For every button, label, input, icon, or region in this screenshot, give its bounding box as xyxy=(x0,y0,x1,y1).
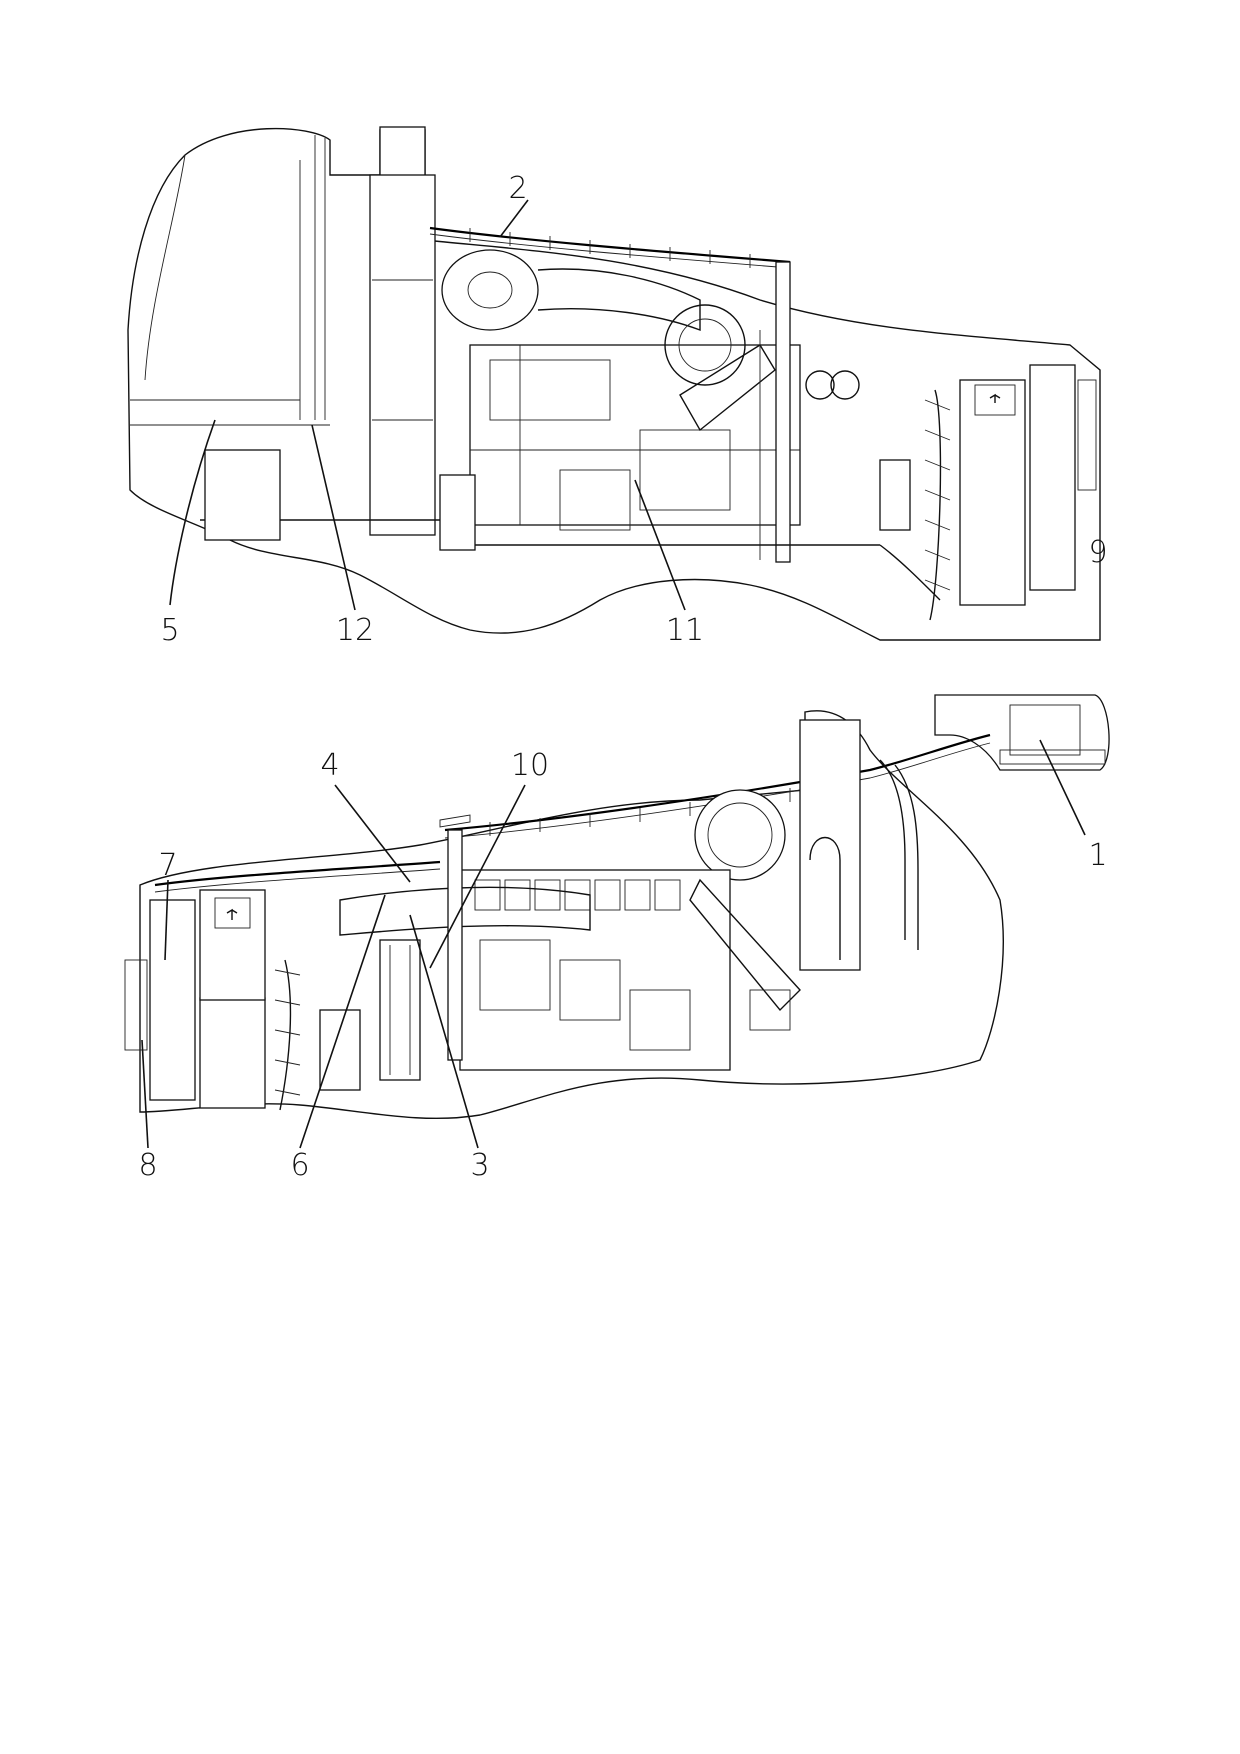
cab-frame xyxy=(130,135,330,426)
svg-text:8: 8 xyxy=(138,1148,157,1183)
top-view xyxy=(127,126,1101,641)
callout-4: 4 xyxy=(320,748,411,883)
air-cleaner-bottom xyxy=(694,789,786,881)
radiator-bottom xyxy=(124,889,266,1109)
exhaust-bottom xyxy=(799,719,861,971)
callout-7: 7 xyxy=(158,848,178,961)
callout-12: 12 xyxy=(311,424,374,648)
svg-text:2: 2 xyxy=(508,171,527,206)
detail-box xyxy=(934,694,1110,771)
callout-10: 10 xyxy=(429,748,549,969)
callout-9: 9 xyxy=(1088,535,1107,570)
bottom-view xyxy=(124,694,1110,1120)
callout-6: 6 xyxy=(290,894,386,1183)
top-harness xyxy=(429,226,791,264)
engine-block-bottom xyxy=(459,869,801,1071)
bottom-view-callouts: 4 10 1 7 8 6 3 xyxy=(138,739,1108,1183)
bottom-harness-upper xyxy=(444,733,991,832)
bottom-harness-lower xyxy=(154,860,441,887)
callout-1: 1 xyxy=(1039,739,1108,873)
callout-8: 8 xyxy=(138,1039,158,1183)
pulley-bottom xyxy=(379,939,421,1081)
callout-5: 5 xyxy=(160,419,216,648)
svg-text:3: 3 xyxy=(470,1148,489,1183)
svg-text:7: 7 xyxy=(158,848,177,883)
exhaust-stack xyxy=(369,126,436,536)
svg-text:4: 4 xyxy=(320,748,339,783)
svg-text:9: 9 xyxy=(1088,535,1107,570)
engine-block-top xyxy=(469,304,860,560)
callout-3: 3 xyxy=(409,914,490,1183)
svg-text:10: 10 xyxy=(511,748,549,783)
svg-text:12: 12 xyxy=(336,613,374,648)
top-view-callouts: 2 5 12 11 9 xyxy=(160,171,1107,648)
svg-text:11: 11 xyxy=(666,613,704,648)
cooling-fan-bottom xyxy=(274,959,361,1111)
harness-post-bottom xyxy=(447,829,463,1061)
svg-text:1: 1 xyxy=(1088,838,1107,873)
air-cleaner xyxy=(441,249,701,332)
harness-post xyxy=(775,261,791,563)
cooling-fan-top xyxy=(879,389,951,621)
svg-text:6: 6 xyxy=(290,1148,309,1183)
callout-11: 11 xyxy=(634,479,704,648)
radiator-top xyxy=(959,364,1097,606)
intake-pipe xyxy=(339,886,591,936)
callout-2: 2 xyxy=(499,171,529,238)
svg-text:5: 5 xyxy=(160,613,179,648)
